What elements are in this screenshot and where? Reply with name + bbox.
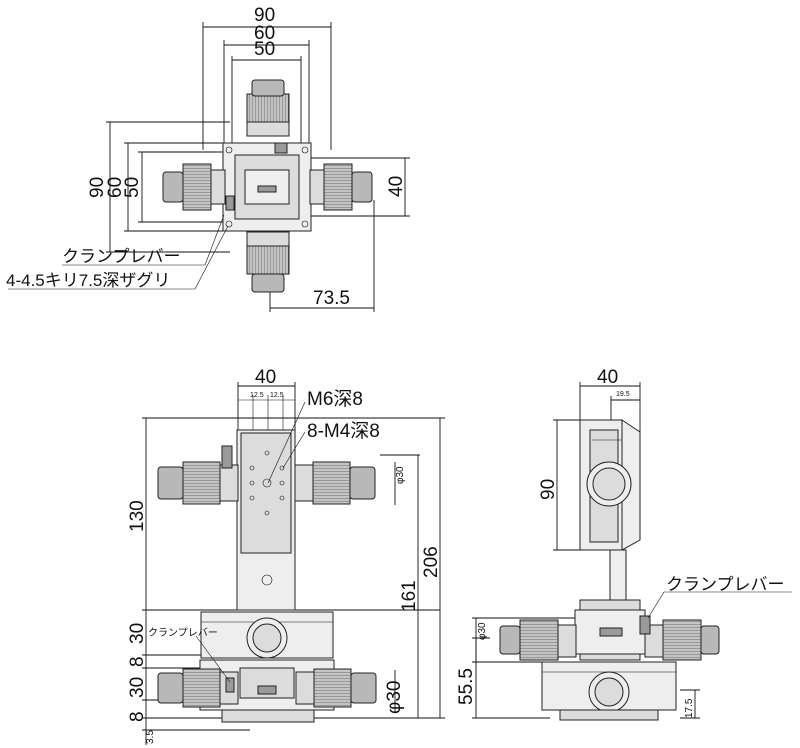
dim-top-60: 60 <box>254 23 275 44</box>
dim-phi30-lower: φ30 <box>384 681 405 714</box>
dim-front-161: 161 <box>399 580 420 612</box>
dim-front-130: 130 <box>127 500 148 532</box>
dim-front-8a: 8 <box>127 656 148 667</box>
label-clamp-lever-front: クランプレバー <box>148 627 218 639</box>
dim-front-206: 206 <box>421 546 442 578</box>
dim-left-60: 60 <box>105 177 126 198</box>
label-hole-spec: 4-4.5キリ7.5深ザグリ <box>6 271 170 290</box>
dim-side-17-5: 17.5 <box>684 698 695 718</box>
dim-front-30b: 30 <box>127 677 148 698</box>
dim-bottom-73-5: 73.5 <box>313 288 350 309</box>
dim-top-90: 90 <box>254 5 275 26</box>
dim-pitch-b: 12.5 <box>270 392 284 399</box>
dim-left-90: 90 <box>87 177 108 198</box>
label-m4: 8-M4深8 <box>307 420 380 442</box>
dim-front-8b: 8 <box>127 711 148 722</box>
dim-left-50: 50 <box>122 177 143 198</box>
front-view <box>142 382 445 745</box>
label-clamp-lever-top: クランプレバー <box>62 247 181 266</box>
dim-front-3-5: 3.5 <box>145 730 156 744</box>
dim-right-40: 40 <box>386 176 407 197</box>
dim-phi30-upper: φ30 <box>395 466 406 484</box>
dim-top-50: 50 <box>254 39 275 60</box>
label-m6: M6深8 <box>307 388 363 410</box>
top-view <box>8 22 410 312</box>
side-view <box>472 382 792 721</box>
dim-side-19-5: 19.5 <box>616 391 630 398</box>
label-clamp-lever-side: クランプレバー <box>666 575 785 594</box>
dim-pitch-a: 12.5 <box>250 392 264 399</box>
dim-side-40: 40 <box>597 367 618 388</box>
dim-side-90: 90 <box>538 479 559 500</box>
dim-front-30a: 30 <box>127 623 148 644</box>
dim-side-55-5: 55.5 <box>456 668 477 705</box>
dim-front-40: 40 <box>255 367 276 388</box>
dim-side-phi30: φ30 <box>477 622 488 640</box>
